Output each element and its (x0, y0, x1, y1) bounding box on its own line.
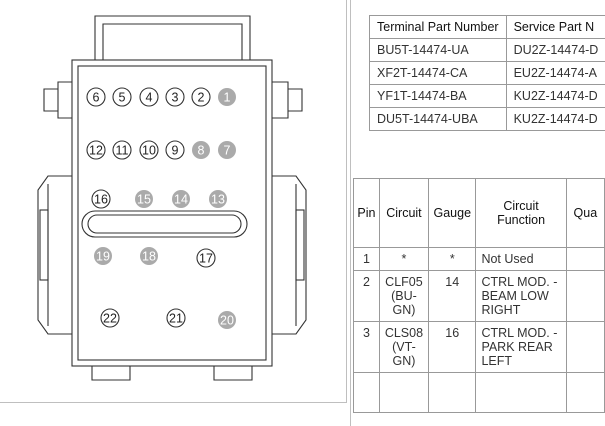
service-part-number: KU2Z-14474-D (505, 84, 605, 108)
pin-number-label: 5 (119, 91, 126, 105)
table-row: 3 CLS08 (VT-GN) 16 CTRL MOD. - PARK REAR… (353, 321, 605, 373)
panel-divider (350, 0, 351, 426)
pin-cavity-22: 22 (100, 308, 120, 328)
pin-number-label: 7 (224, 144, 231, 158)
pin-cavity-9: 9 (165, 140, 185, 160)
column-header-terminal-part-number: Terminal Part Number (369, 15, 507, 39)
wire-gauge: 14 (428, 270, 477, 322)
pin-cavity-21: 21 (166, 308, 186, 328)
table-row: BU5T-14474-UA DU2Z-14474-D (369, 38, 605, 62)
pin-number-label: 6 (93, 91, 100, 105)
circuit-function: CTRL MOD. - BEAM LOW RIGHT (475, 270, 567, 322)
pin-number-label: 1 (224, 91, 231, 105)
table-row: XF2T-14474-CA EU2Z-14474-A (369, 61, 605, 85)
pin-cavity-10: 10 (139, 140, 159, 160)
pin-number-label: 8 (198, 144, 205, 158)
pin-cavity-7: 7 (218, 141, 236, 159)
pin-number: 2 (353, 270, 380, 322)
pin-cavity-8: 8 (192, 141, 210, 159)
circuit-function (475, 372, 567, 413)
pin-number-label: 14 (174, 193, 188, 207)
pin-number-label: 18 (142, 250, 156, 264)
circuit-code: CLS08 (VT-GN) (378, 321, 430, 373)
pin-number-label: 9 (172, 144, 179, 158)
pin-cavity-11: 11 (112, 140, 132, 160)
pin-cavity-3: 3 (165, 87, 185, 107)
pin-cavity-14: 14 (172, 190, 190, 208)
service-part-number: EU2Z-14474-A (505, 61, 605, 85)
pin-number-label: 11 (116, 144, 129, 158)
column-header-circuit: Circuit (378, 178, 430, 248)
pin-cavity-2: 2 (191, 87, 211, 107)
pin-cavity-17: 17 (196, 248, 216, 268)
pin-number: 3 (353, 321, 380, 373)
tables-panel: Terminal Part Number Service Part N BU5T… (351, 0, 605, 426)
pin-number-label: 3 (172, 91, 179, 105)
terminal-part-number: DU5T-14474-UBA (369, 107, 507, 131)
terminal-part-number: XF2T-14474-CA (369, 61, 507, 85)
circuit-function: Not Used (475, 247, 567, 271)
table-row: YF1T-14474-BA KU2Z-14474-D (369, 84, 605, 108)
terminal-part-number: YF1T-14474-BA (369, 84, 507, 108)
pin-cavity-5: 5 (112, 87, 132, 107)
pin-number (353, 372, 380, 413)
circuit-code: * (378, 247, 430, 271)
pin-number-label: 4 (146, 91, 153, 105)
pin-cavity-1: 1 (218, 88, 236, 106)
column-header-pin: Pin (353, 178, 380, 248)
pin-cavity-12: 12 (86, 140, 106, 160)
pin-cavity-18: 18 (140, 247, 158, 265)
pin-cavity-16: 16 (91, 189, 111, 209)
column-header-gauge: Gauge (428, 178, 477, 248)
pin-number-label: 10 (142, 144, 156, 158)
quantity (565, 321, 605, 373)
pin-number-label: 2 (198, 91, 205, 105)
quantity (565, 247, 605, 271)
pin-number-label: 22 (103, 312, 117, 326)
service-part-number: DU2Z-14474-D (505, 38, 605, 62)
pin-cavity-19: 19 (94, 247, 112, 265)
pin-number-label: 15 (137, 193, 151, 207)
terminal-part-number: BU5T-14474-UA (369, 38, 507, 62)
pin-number-label: 21 (169, 312, 183, 326)
circuit-function: CTRL MOD. - PARK REAR LEFT (475, 321, 567, 373)
quantity (565, 372, 605, 413)
pin-number-label: 20 (220, 314, 234, 328)
table-row: DU5T-14474-UBA KU2Z-14474-D (369, 107, 605, 131)
pin-number-label: 19 (96, 250, 110, 264)
pin-number-label: 12 (89, 144, 103, 158)
terminal-parts-table: Terminal Part Number Service Part N BU5T… (369, 15, 605, 131)
table-row: 2 CLF05 (BU-GN) 14 CTRL MOD. - BEAM LOW … (353, 270, 605, 322)
table-header-row: Terminal Part Number Service Part N (369, 15, 605, 39)
table-row: 1 * * Not Used (353, 247, 605, 271)
pin-number-label: 17 (199, 252, 213, 266)
wire-gauge (428, 372, 477, 413)
pin-cavity-6: 6 (86, 87, 106, 107)
service-part-number: KU2Z-14474-D (505, 107, 605, 131)
column-header-circuit-function: Circuit Function (475, 178, 567, 248)
wire-gauge: * (428, 247, 477, 271)
table-row (353, 372, 605, 413)
wire-gauge: 16 (428, 321, 477, 373)
pin-number-label: 13 (211, 193, 225, 207)
pin-cavity-4: 4 (139, 87, 159, 107)
pin-number-label: 16 (94, 193, 108, 207)
column-header-service-part-number: Service Part N (505, 15, 605, 39)
circuit-code (378, 372, 430, 413)
pin-cavity-20: 20 (218, 311, 236, 329)
table-header-row: Pin Circuit Gauge Circuit Function Qua (353, 178, 605, 248)
connector-outline (37, 15, 307, 381)
pin-number: 1 (353, 247, 380, 271)
pin-cavity-13: 13 (209, 190, 227, 208)
column-header-quantity: Qua (565, 178, 605, 248)
pinout-table: Pin Circuit Gauge Circuit Function Qua 1… (353, 178, 605, 413)
quantity (565, 270, 605, 322)
circuit-code: CLF05 (BU-GN) (378, 270, 430, 322)
pin-cavity-15: 15 (135, 190, 153, 208)
